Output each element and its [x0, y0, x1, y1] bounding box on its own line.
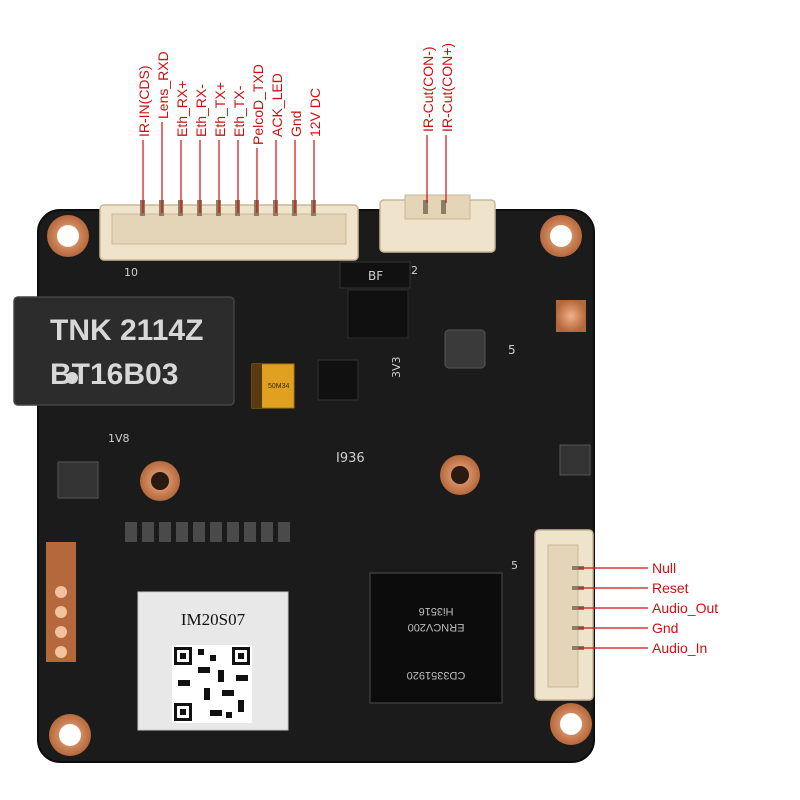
soc-marking-3: Hi3516: [419, 605, 454, 617]
label-eth-tx-plus: Eth_TX+: [212, 82, 228, 137]
label-gnd-top: Gnd: [288, 111, 304, 137]
inductor: [444, 329, 486, 369]
regulator-chip: [317, 359, 359, 401]
tantalum-capacitor: 50M34: [251, 363, 295, 409]
pin-number-5: 5: [511, 559, 518, 572]
transformer-marking-1: TNK 2114Z: [50, 314, 203, 347]
label-eth-rx-minus: Eth_RX-: [193, 84, 209, 137]
connector-10pin: 10: [99, 200, 359, 279]
soc-marking-2: ERNCV200: [408, 621, 465, 633]
cap-marking: 50M34: [268, 383, 290, 390]
mounting-holes: [47, 215, 592, 756]
top-right-labels: IR-Cut(CON-) IR-Cut(CON+): [420, 43, 455, 132]
label-gnd-side: Gnd: [652, 620, 678, 636]
label-eth-rx-plus: Eth_RX+: [174, 81, 190, 137]
top-left-labels: IR-IN(CDS) Lens_RXD Eth_RX+ Eth_RX- Eth_…: [136, 51, 323, 145]
label-reset: Reset: [652, 580, 689, 596]
label-ir-in-cds: IR-IN(CDS): [136, 65, 152, 137]
copper-pad: [556, 300, 586, 332]
label-lens-rxd: Lens_RXD: [155, 51, 171, 119]
left-pads: [46, 542, 76, 662]
label-ir-cut-con-plus: IR-Cut(CON+): [439, 43, 455, 132]
label-audio-out: Audio_Out: [652, 600, 718, 616]
label-ir-cut-con-minus: IR-Cut(CON-): [420, 46, 436, 132]
label-1v8: 1V8: [108, 432, 130, 445]
soc-chip: CD3351920 ERNCV200 Hi3516: [369, 572, 503, 704]
label-eth-tx-minus: Eth_TX-: [231, 85, 247, 137]
connector-2pin: 2: [379, 194, 496, 277]
small-chip-1: [57, 461, 99, 499]
bf-chip: BF: [339, 261, 411, 339]
pcb-board: [37, 209, 595, 763]
label-i936: I936: [336, 451, 365, 466]
qr-code: [172, 645, 252, 723]
pin-number-10: 10: [124, 266, 138, 279]
model-sticker: IM20S07: [137, 591, 289, 731]
component-row: [125, 522, 290, 542]
side-labels: Null Reset Audio_Out Gnd Audio_In: [652, 560, 718, 656]
label-audio-in: Audio_In: [652, 640, 707, 656]
sticker-model: IM20S07: [181, 610, 246, 629]
label-ack-led: ACK_LED: [269, 73, 285, 137]
label-pelcod-txd: PelcoD_TXD: [250, 64, 266, 145]
bf-marking: BF: [368, 269, 383, 283]
label-12v-dc: 12V DC: [307, 88, 323, 137]
leader-lines: [142, 122, 648, 649]
pin-number-2: 2: [411, 264, 418, 277]
label-5: 5: [508, 343, 516, 357]
ethernet-transformer: TNK 2114Z BT16B03: [13, 296, 235, 406]
soc-marking-1: CD3351920: [407, 669, 466, 681]
small-chip-2: [559, 444, 591, 476]
connector-5pin: 5: [511, 529, 594, 701]
label-3v3: 3V3: [390, 356, 403, 378]
label-null: Null: [652, 560, 676, 576]
